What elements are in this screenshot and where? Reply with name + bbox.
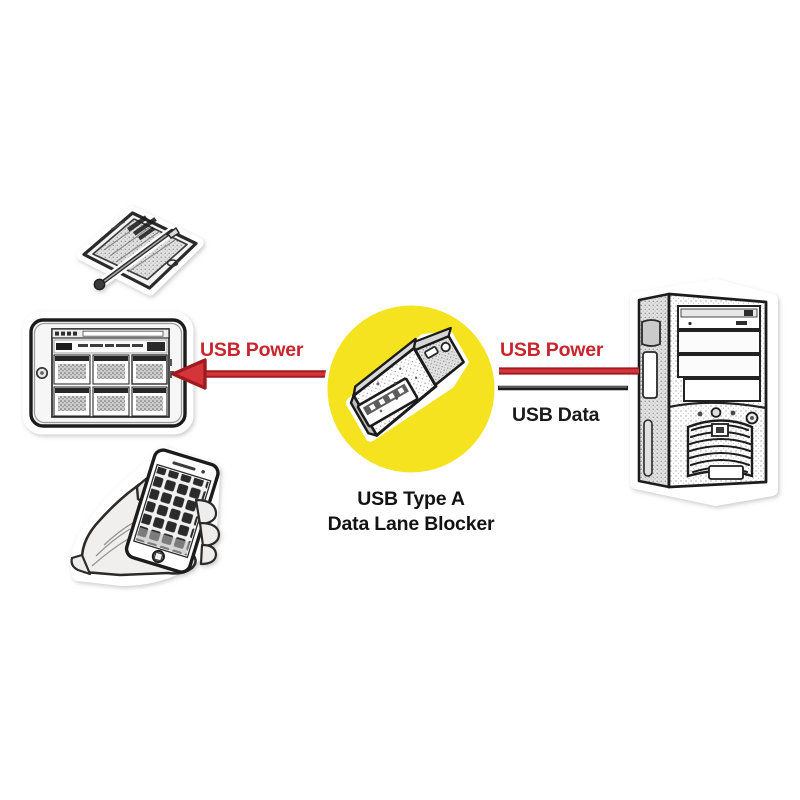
label-usb-power-right: USB Power xyxy=(500,339,604,361)
adapter-caption: USB Type A Data Lane Blocker xyxy=(291,487,531,536)
device-hand-holding-smartphone xyxy=(70,446,221,586)
usb-blocker-badge xyxy=(324,302,498,476)
device-tablet xyxy=(22,311,194,435)
adapter-caption-line-2: Data Lane Blocker xyxy=(327,512,495,535)
device-phablet-with-stylus xyxy=(76,206,204,296)
connection-usb-power-left xyxy=(171,358,336,390)
adapter-caption-line-1: USB Type A xyxy=(357,488,465,510)
label-usb-data: USB Data xyxy=(512,404,600,426)
connection-usb-data xyxy=(497,385,628,391)
device-desktop-tower-pc xyxy=(630,279,778,506)
label-usb-power-left: USB Power xyxy=(200,339,304,361)
